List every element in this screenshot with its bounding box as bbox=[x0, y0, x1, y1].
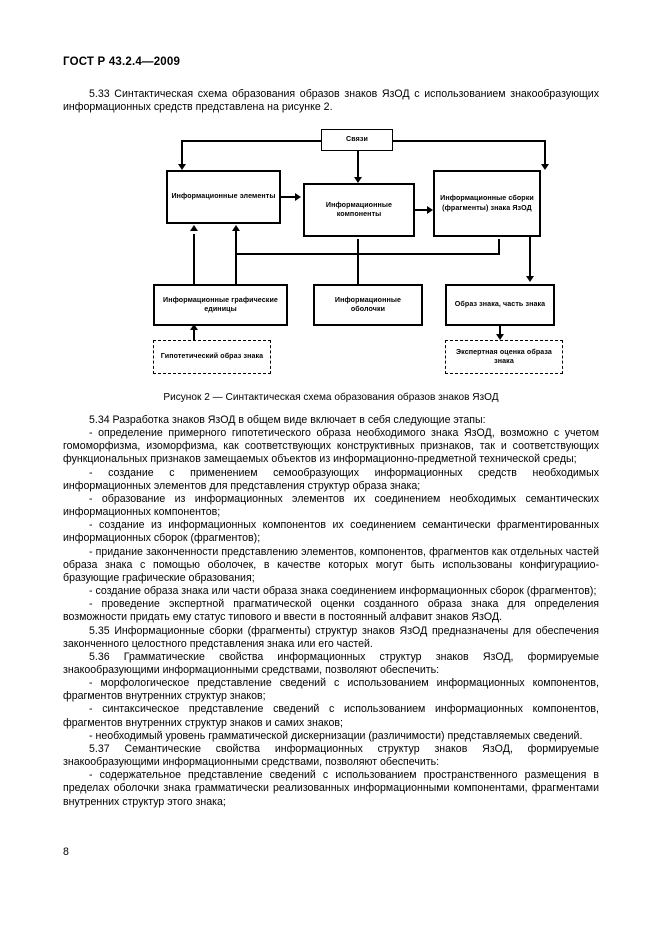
body-after-figure: 5.34 Разработка знаков ЯзОД в общем виде… bbox=[63, 414, 599, 809]
paragraph-5-33: 5.33 Синтактическая схема образования об… bbox=[63, 88, 599, 114]
arrowhead-hypothetical-to-graphic-units bbox=[190, 324, 198, 330]
connector-links-left-bus bbox=[181, 140, 323, 142]
arrowhead-sign-image-to-expert bbox=[496, 334, 504, 340]
paragraph-5-34-item-a: - определение примерного гипотетического… bbox=[63, 427, 599, 466]
connector-links-right-bus bbox=[391, 140, 546, 142]
connector-links-to-components bbox=[357, 151, 359, 179]
paragraph-5-34-item-e: - придание законченности представлению э… bbox=[63, 545, 599, 584]
paragraph-5-34-item-c: - образование из информационных элементо… bbox=[63, 492, 599, 519]
paragraph-5-34-item-g: - проведение экспертной прагматической о… bbox=[63, 598, 599, 624]
arrowhead-links-to-components bbox=[354, 177, 362, 183]
diagram-box-info-components: Информационные компоненты bbox=[303, 183, 415, 237]
paragraph-5-34-intro: 5.34 Разработка знаков ЯзОД в общем виде… bbox=[89, 414, 486, 426]
connector-components-to-assemblies bbox=[415, 209, 429, 211]
diagram-box-graphic-units: Информационные графические единицы bbox=[153, 284, 288, 326]
figure-2-caption: Рисунок 2 — Синтактическая схема образов… bbox=[163, 392, 499, 403]
connector-elements-to-components bbox=[281, 196, 297, 198]
diagram-box-info-assemblies: Информационные сборки (фрагменты) знака … bbox=[433, 170, 541, 237]
diagram-box-info-elements: Информационные элементы bbox=[166, 170, 281, 224]
arrowhead-elements-to-components bbox=[295, 193, 301, 201]
arrowhead-components-to-assemblies bbox=[427, 206, 433, 214]
diagram-box-sign-image: Образ знака, часть знака bbox=[445, 284, 555, 326]
paragraph-5-36-item-b: - синтаксическое представление сведений … bbox=[63, 703, 599, 729]
diagram-box-expert-evaluation: Экспертная оценка образа знака bbox=[445, 340, 563, 374]
arrowhead-shellbus-to-elements bbox=[232, 225, 240, 231]
page-number: 8 bbox=[63, 846, 69, 858]
diagram-box-links: Связи bbox=[321, 129, 393, 151]
connector-shellbus-to-elements bbox=[235, 253, 237, 286]
diagram-box-hypothetical-image: Гипотетический образ знака bbox=[153, 340, 271, 374]
connector-links-to-assemblies bbox=[544, 140, 546, 166]
connector-assemblies-to-sign-image bbox=[529, 237, 531, 279]
paragraph-5-34-item-f: - создание образа знака или части образа… bbox=[89, 585, 597, 598]
arrowhead-links-to-elements bbox=[178, 164, 186, 170]
paragraph-5-36-item-c: - необходимый уровень грамматической дис… bbox=[89, 729, 583, 742]
connector-links-to-elements bbox=[181, 140, 183, 166]
connector-shells-to-components bbox=[357, 239, 359, 286]
connector-shells-horizontal-bus bbox=[235, 253, 500, 255]
diagram-box-info-shells: Информационные оболочки bbox=[313, 284, 423, 326]
paragraph-5-36-item-a: - морфологическое представление сведений… bbox=[63, 677, 599, 703]
paragraph-5-34-item-d: - создание из информационных компонентов… bbox=[63, 519, 599, 545]
connector-shellbus-stem-elements bbox=[235, 231, 237, 255]
paragraph-5-36-intro: 5.36 Грамматические свойства информацион… bbox=[63, 650, 599, 676]
standard-header: ГОСТ Р 43.2.4—2009 bbox=[63, 56, 181, 68]
intro-paragraph-block: 5.33 Синтактическая схема образования об… bbox=[63, 88, 599, 114]
paragraph-5-37-item-a: - содержательное представление сведений … bbox=[63, 769, 599, 808]
connector-hypothetical-to-graphic-units bbox=[193, 328, 195, 342]
connector-sign-image-to-expert bbox=[499, 326, 501, 338]
paragraph-5-34-item-b: - создание с применением семообразующих … bbox=[63, 466, 599, 492]
figure-2-diagram: Связи Информационные элементы Информацио… bbox=[63, 126, 599, 381]
connector-graphic-units-to-elements bbox=[193, 234, 195, 286]
connector-shellbus-to-assemblies bbox=[498, 239, 500, 255]
paragraph-5-37-intro: 5.37 Семантические свойства информационн… bbox=[63, 742, 599, 769]
page-sheet: ГОСТ Р 43.2.4—2009 5.33 Синтактическая с… bbox=[63, 56, 599, 858]
paragraph-5-35: 5.35 Информационные сборки (фрагменты) с… bbox=[63, 624, 599, 650]
arrowhead-assemblies-to-sign-image bbox=[526, 276, 534, 282]
arrowhead-graphic-units-to-elements bbox=[190, 225, 198, 231]
arrowhead-links-to-assemblies bbox=[541, 164, 549, 170]
